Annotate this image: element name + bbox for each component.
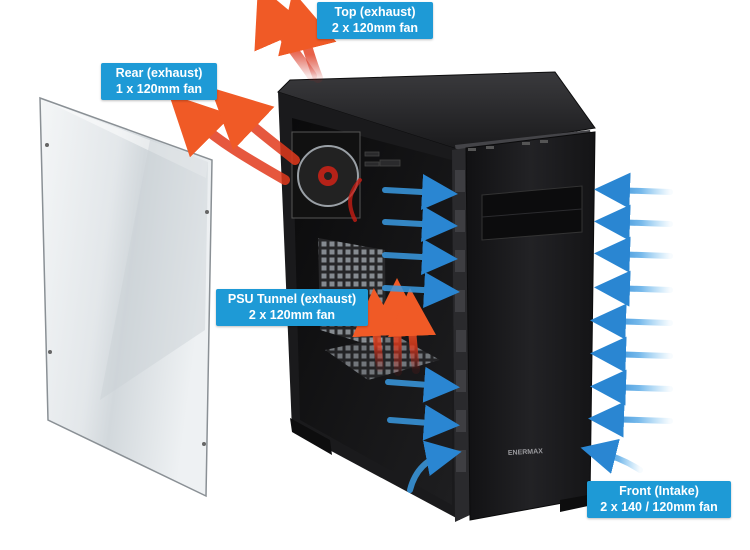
callout-front-title: Front (Intake) xyxy=(619,484,699,498)
psu-exhaust-arrow xyxy=(388,288,437,374)
exhaust-arrows xyxy=(168,0,437,376)
front-intake-arrow xyxy=(594,172,673,209)
callout-rear-exhaust: Rear (exhaust) 1 x 120mm fan xyxy=(101,63,217,100)
front-intake-arrow xyxy=(594,204,673,241)
front-intake-arrow xyxy=(590,369,673,406)
rear-exhaust-arrow xyxy=(210,87,300,165)
callout-top-title: Top (exhaust) xyxy=(334,5,416,19)
front-intake-arrow xyxy=(590,336,673,373)
psu-exhaust-arrow xyxy=(373,278,422,376)
psu-exhaust-arrow xyxy=(352,288,401,372)
front-intake-arrow xyxy=(580,438,643,474)
glass-side-panel xyxy=(39,96,213,498)
intake-arrows xyxy=(382,172,673,493)
callout-psu-spec: 2 x 120mm fan xyxy=(248,308,336,322)
front-intake-arrow xyxy=(588,401,673,438)
front-intake-arrow xyxy=(590,303,673,340)
top-exhaust-arrow xyxy=(278,0,337,83)
case-brand-label: ENERMAX xyxy=(508,448,544,457)
front-intake-arrow xyxy=(594,236,673,273)
callout-rear-spec: 1 x 120mm fan xyxy=(115,82,203,96)
pc-case: ENERMAX xyxy=(277,71,596,522)
callout-front-spec: 2 x 140 / 120mm fan xyxy=(600,500,718,514)
front-intake-arrow xyxy=(594,270,673,307)
callout-rear-title: Rear (exhaust) xyxy=(115,66,203,80)
callout-psu-title: PSU Tunnel (exhaust) xyxy=(227,292,357,306)
callout-psu-tunnel-exhaust: PSU Tunnel (exhaust) 2 x 120mm fan xyxy=(216,289,368,326)
callout-top-exhaust: Top (exhaust) 2 x 120mm fan xyxy=(317,2,433,39)
callout-top-spec: 2 x 120mm fan xyxy=(331,21,419,35)
callout-front-intake: Front (Intake) 2 x 140 / 120mm fan xyxy=(587,481,731,518)
